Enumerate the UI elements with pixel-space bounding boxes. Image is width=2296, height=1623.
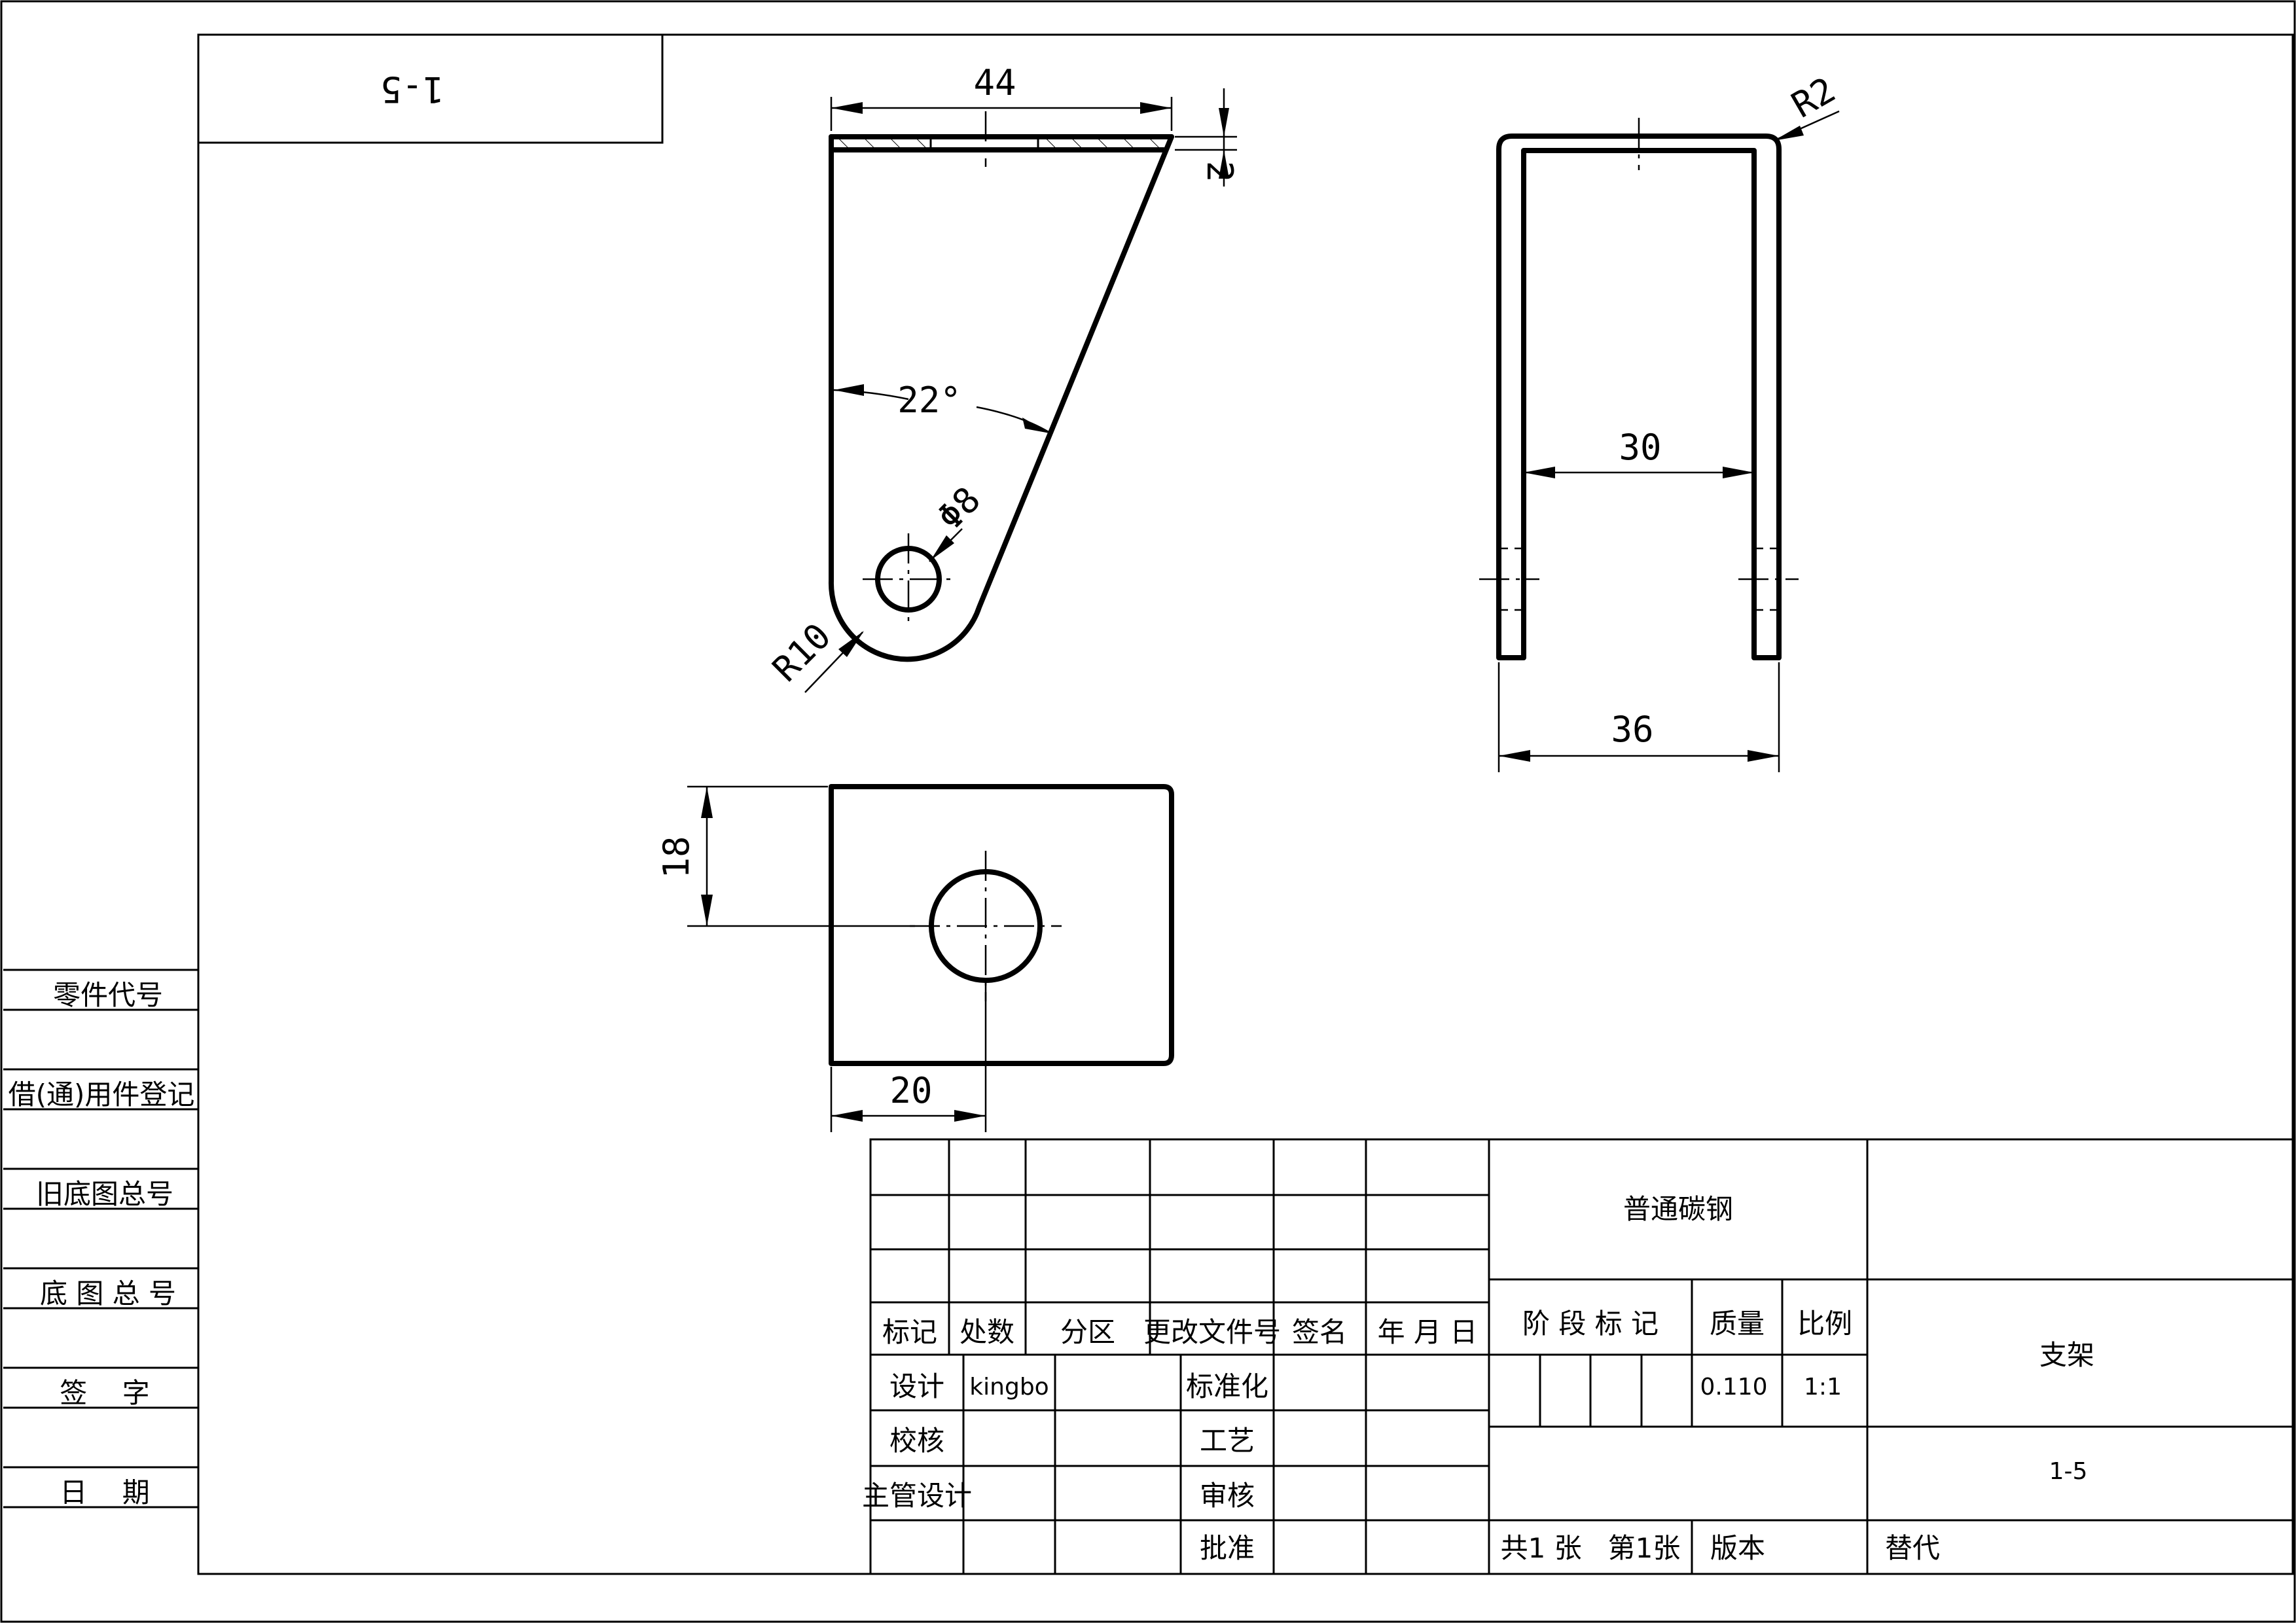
plate-outline xyxy=(829,784,1174,1066)
tb-sheets: 共1 张 第1张 xyxy=(1501,1532,1681,1564)
tb-chief-design: 主管设计 xyxy=(862,1480,972,1512)
tb-check: 校核 xyxy=(889,1425,944,1457)
tb-change-doc: 更改文件号 xyxy=(1143,1316,1281,1348)
side-view xyxy=(1479,118,1799,660)
tb-date: 年 月 日 xyxy=(1378,1316,1478,1348)
tb-mark: 标记 xyxy=(882,1316,937,1348)
margin-label-date: 日 期 xyxy=(60,1476,149,1508)
front-view xyxy=(828,111,1174,662)
dim-20: 20 xyxy=(889,1070,932,1111)
tb-review: 审核 xyxy=(1200,1480,1255,1512)
title-block: 标记 处数 分区 更改文件号 签名 年 月 日 设计 kingbo 校核 主管设… xyxy=(862,1138,2294,1575)
margin-label-base-total: 底 图 总 号 xyxy=(40,1277,176,1310)
tb-mass-label: 质量 xyxy=(1710,1308,1765,1340)
tb-count: 处数 xyxy=(960,1316,1014,1348)
tb-signature: 签名 xyxy=(1292,1316,1347,1348)
tb-drawing-number: 1-5 xyxy=(2049,1458,2088,1485)
bottom-view: 18 20 xyxy=(656,784,1174,1132)
tb-scale-label: 比例 xyxy=(1797,1308,1852,1340)
dim-36: 36 xyxy=(1611,709,1653,750)
tb-replace: 替代 xyxy=(1885,1532,1940,1564)
u-channel-outline xyxy=(1496,134,1782,660)
code-box: 1-5 xyxy=(198,35,664,144)
tb-zone: 分区 xyxy=(1060,1316,1115,1348)
left-margin-table: 零件代号 借(通)用件登记 旧底图总号 底 图 总 号 签 字 日 期 xyxy=(3,969,198,1508)
margin-label-signature: 签 字 xyxy=(60,1377,149,1409)
dim-r10: R10 xyxy=(764,615,839,690)
bracket-outline xyxy=(828,134,1174,662)
dim-2: 2 xyxy=(1199,161,1240,183)
tb-version: 版本 xyxy=(1710,1532,1765,1564)
side-view-dimensions: R2 30 36 xyxy=(1498,69,1842,772)
dim-44: 44 xyxy=(973,62,1016,103)
tb-process: 工艺 xyxy=(1200,1425,1255,1457)
tb-standardization: 标准化 xyxy=(1186,1370,1268,1402)
margin-label-borrow: 借(通)用件登记 xyxy=(9,1079,195,1111)
dim-30: 30 xyxy=(1619,427,1661,468)
tb-design: 设计 xyxy=(889,1370,944,1402)
tb-material: 普通碳钢 xyxy=(1623,1193,1733,1225)
margin-label-part-code: 零件代号 xyxy=(53,979,163,1011)
tb-part-name: 支架 xyxy=(2039,1339,2094,1371)
dim-r2: R2 xyxy=(1785,69,1842,126)
tb-designer: kingbo xyxy=(969,1374,1049,1400)
tb-approve: 批准 xyxy=(1200,1532,1255,1564)
tb-scale-value: 1:1 xyxy=(1804,1374,1842,1400)
margin-label-old-base: 旧底图总号 xyxy=(36,1178,173,1210)
dim-phi8: Φ8 xyxy=(929,479,989,539)
tb-stage-mark: 阶 段 标 记 xyxy=(1522,1308,1659,1340)
tb-mass-value: 0.110 xyxy=(1700,1374,1767,1400)
code-box-text: 1-5 xyxy=(380,69,444,110)
dim-18: 18 xyxy=(656,836,697,878)
dim-22deg: 22° xyxy=(897,380,961,421)
front-view-dimensions: 44 2 22° Φ8 R10 xyxy=(764,62,1240,693)
